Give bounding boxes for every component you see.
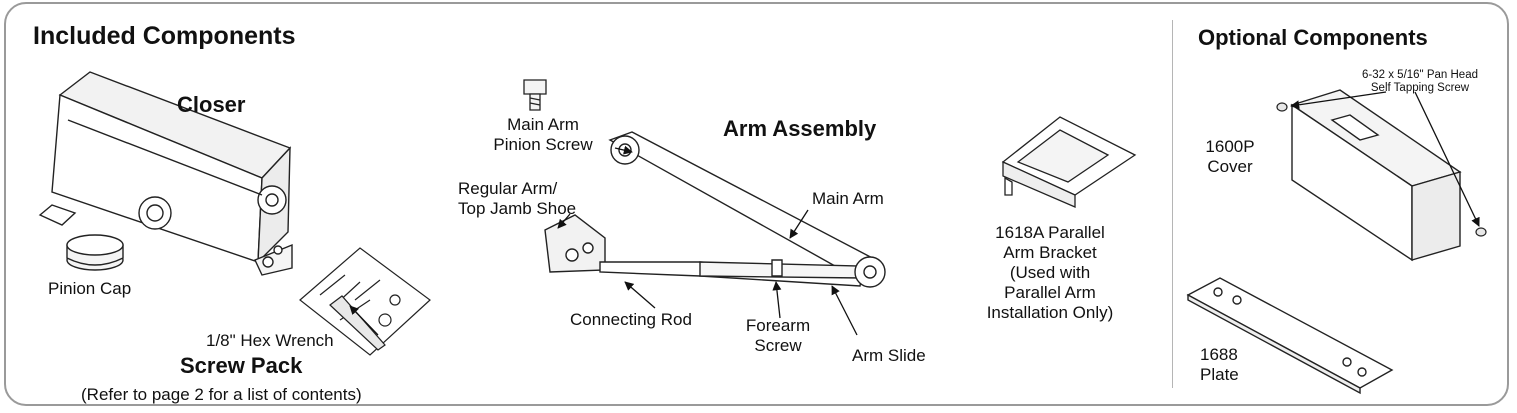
parallel-arm-bracket-label: 1618A Parallel Arm Bracket (Used with Pa… xyxy=(986,223,1114,322)
optional-components-title: Optional Components xyxy=(1198,25,1428,50)
arm-assembly-title: Arm Assembly xyxy=(723,116,877,141)
pinion-screw-illustration xyxy=(524,80,546,110)
connecting-rod-label: Connecting Rod xyxy=(570,310,692,329)
parallel-bracket-illustration xyxy=(1003,117,1135,207)
main-arm-pinion-screw-label: Main Arm Pinion Screw xyxy=(493,115,593,154)
regular-arm-label: Regular Arm/ Top Jamb Shoe xyxy=(458,179,577,218)
forearm-screw-label: Forearm Screw xyxy=(745,316,811,355)
screw-pack-title: Screw Pack xyxy=(180,353,303,378)
arm-slide-label: Arm Slide xyxy=(852,346,926,365)
diagram-frame xyxy=(4,2,1509,406)
plate-illustration xyxy=(1188,278,1392,393)
included-components-title: Included Components xyxy=(33,22,296,50)
arm-assembly-illustration xyxy=(545,132,885,287)
main-arm-label: Main Arm xyxy=(812,189,884,208)
pinion-cap-illustration xyxy=(67,235,123,270)
screw-pack-note: (Refer to page 2 for a list of contents) xyxy=(81,385,362,404)
plate-label: 1688 Plate xyxy=(1200,345,1239,384)
pinion-cap-label: Pinion Cap xyxy=(48,279,132,298)
cover-label: 1600P Cover xyxy=(1205,137,1255,176)
closer-illustration xyxy=(40,72,292,275)
callout-arrows xyxy=(349,92,1479,335)
hex-wrench-label: 1/8" Hex Wrench xyxy=(206,331,334,350)
cover-illustration xyxy=(1292,90,1460,260)
screw-icon xyxy=(1277,103,1486,236)
closer-label: Closer xyxy=(177,92,246,117)
screw-pack-illustration xyxy=(300,248,430,355)
pan-head-screw-label: 6-32 x 5/16" Pan Head Self Tapping Screw xyxy=(1362,69,1478,94)
section-divider xyxy=(1172,20,1173,388)
